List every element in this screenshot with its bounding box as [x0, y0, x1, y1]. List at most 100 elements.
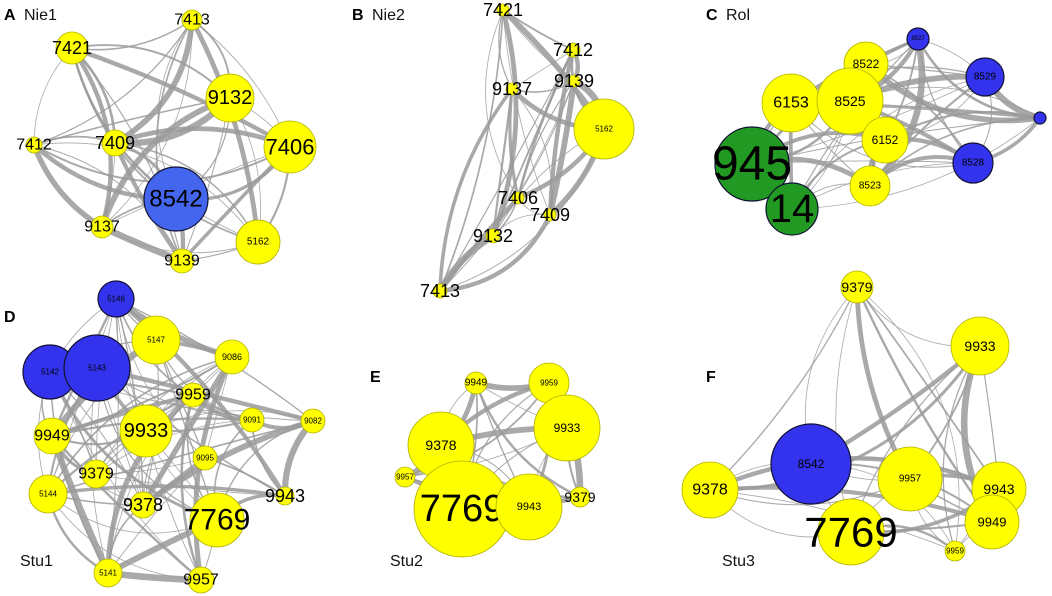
node-label: 5147 [147, 336, 165, 345]
network-node [950, 316, 1010, 376]
network-node [189, 492, 245, 548]
node-label: 9933 [124, 420, 169, 442]
panel-letter: C [706, 7, 718, 24]
node-label: 8527 [911, 36, 925, 42]
panel-name: Stu3 [722, 553, 755, 570]
node-label: 7769 [184, 504, 251, 537]
network-edge [33, 144, 183, 262]
network-node [1033, 111, 1047, 125]
node-label: 9959 [946, 547, 964, 556]
panel-name: Stu2 [390, 553, 423, 570]
network-node [714, 126, 790, 202]
network-edge [51, 435, 202, 581]
network-node [567, 74, 581, 88]
node-label: 7406 [498, 188, 538, 208]
network-node [25, 136, 43, 154]
node-label: 5146 [107, 295, 125, 304]
network-edge [490, 9, 519, 237]
network-edge [547, 80, 577, 216]
node-label: 9957 [183, 572, 219, 589]
panel-name: Nie1 [24, 7, 57, 24]
network-node [235, 219, 281, 265]
network-edge [48, 371, 218, 522]
node-label: 8529 [974, 72, 997, 83]
node-label: 9082 [304, 417, 322, 426]
panel-letter: D [4, 309, 16, 326]
node-label: 9378 [692, 482, 728, 499]
network-node [849, 165, 891, 207]
panel-letter: A [4, 7, 16, 24]
node-label: 9949 [34, 428, 70, 445]
network-node [119, 404, 173, 458]
node-label: 9137 [492, 79, 532, 99]
node-label: 9132 [208, 87, 253, 109]
node-label: 945 [712, 138, 792, 191]
panel-letter: B [352, 7, 364, 24]
node-label: 7406 [266, 135, 315, 160]
network-node [906, 27, 930, 51]
network-node [275, 486, 295, 506]
node-label: 9137 [84, 219, 120, 236]
node-label: 8523 [859, 181, 882, 192]
network-edge [113, 19, 195, 146]
network-node [263, 120, 317, 174]
network-node [543, 208, 557, 222]
network-node [63, 334, 131, 402]
network-edge [47, 393, 194, 495]
node-label: 9959 [175, 387, 211, 404]
node-label: 9957 [899, 474, 922, 485]
node-label: 9949 [978, 515, 1007, 530]
network-edge [33, 19, 193, 146]
network-edge [115, 298, 144, 506]
node-label: 9139 [164, 253, 200, 270]
network-edge [474, 382, 581, 499]
node-label: 14 [770, 187, 815, 231]
node-label: 9379 [78, 466, 114, 483]
network-edge [105, 393, 195, 574]
node-label: 9086 [222, 352, 242, 362]
node-label: 5162 [595, 125, 613, 134]
network-edge [709, 456, 1000, 493]
network-node [816, 67, 884, 135]
panel-name: Rol [726, 7, 750, 24]
node-label: 9132 [473, 226, 513, 246]
network-node [496, 3, 510, 17]
network-node [861, 116, 909, 164]
node-label: 9139 [554, 71, 594, 91]
network-node [131, 315, 181, 365]
network-node [55, 31, 89, 65]
network-node [81, 459, 111, 489]
network-node [681, 461, 739, 519]
panel-name: Stu1 [20, 553, 53, 570]
node-label: 9933 [554, 421, 581, 435]
network-node [33, 417, 71, 455]
panel-name: Nie2 [372, 7, 405, 24]
network-node [169, 248, 195, 274]
network-node [565, 42, 581, 58]
node-label: 9378 [123, 495, 163, 515]
network-node [573, 98, 635, 160]
node-label: 5143 [88, 364, 106, 373]
node-label: 7421 [52, 38, 92, 58]
network-node [952, 142, 994, 184]
network-edge [71, 45, 292, 149]
node-label: 7421 [483, 0, 523, 20]
network-node [181, 9, 203, 31]
network-edge [114, 142, 259, 243]
network-node [505, 82, 519, 96]
node-label: 9379 [564, 489, 595, 505]
network-node [464, 371, 488, 395]
network-edge [47, 484, 286, 498]
network-edge [439, 9, 504, 292]
network-node [432, 283, 448, 299]
network-node [192, 445, 218, 471]
node-label: 8525 [834, 93, 865, 109]
network-edge [511, 88, 552, 216]
node-label: 9378 [425, 437, 456, 453]
network-node [817, 498, 885, 566]
network-node [90, 215, 114, 239]
network-node [97, 280, 135, 318]
network-edge [31, 144, 104, 230]
network-node [485, 228, 501, 244]
